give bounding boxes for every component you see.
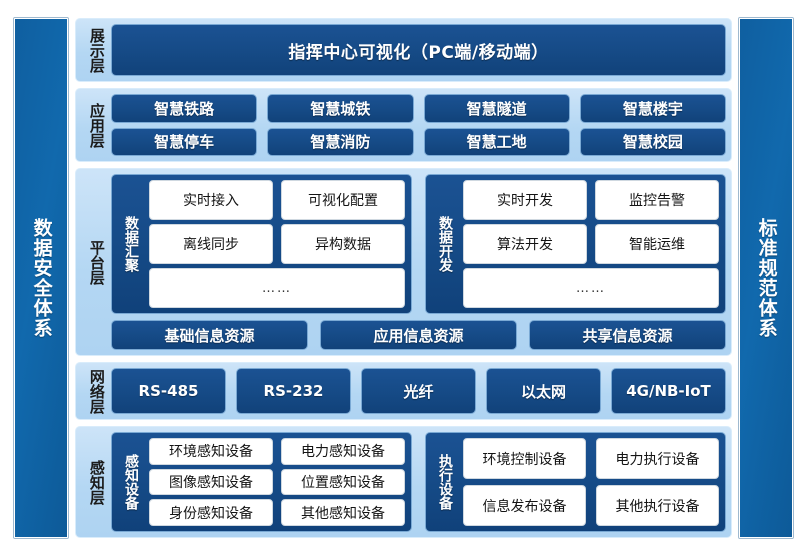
- layer-presentation: 展示层 指挥中心可视化（PC端/移动端）: [75, 18, 732, 82]
- app-item-smart-building[interactable]: 智慧楼宇: [579, 94, 726, 123]
- presentation-command-center-box[interactable]: 指挥中心可视化（PC端/移动端）: [111, 24, 726, 76]
- app-item-smart-tunnel[interactable]: 智慧隧道: [423, 94, 570, 123]
- sensor-position[interactable]: 位置感知设备: [281, 468, 405, 496]
- app-item-smart-parking[interactable]: 智慧停车: [111, 127, 258, 156]
- sensor-environment[interactable]: 环境感知设备: [149, 438, 273, 465]
- actuator-environment-control[interactable]: 环境控制设备: [463, 438, 586, 479]
- network-item-4g-nbiot[interactable]: 4G/NB-IoT: [611, 368, 726, 414]
- sensing-group-label-sensors: 感知设备: [123, 454, 140, 510]
- resource-app-info[interactable]: 应用信息资源: [320, 320, 517, 350]
- sensing-group-actuators: 执行设备 环境控制设备 电力执行设备 信息发布设备 其他执行设备: [425, 432, 726, 532]
- network-grid: RS-485 RS-232 光纤 以太网 4G/NB-IoT: [111, 368, 726, 414]
- layer-network: 网络层 RS-485 RS-232 光纤 以太网 4G/NB-IoT: [75, 362, 732, 420]
- layer-label-sensing: 感知层: [87, 459, 106, 505]
- platform-development-grid: 实时开发 监控告警 算法开发 智能运维 ……: [463, 180, 719, 308]
- actuator-other[interactable]: 其他执行设备: [596, 485, 719, 526]
- left-pillar-data-security: 数据安全体系: [14, 18, 68, 538]
- platform-resource-bars: 基础信息资源 应用信息资源 共享信息资源: [111, 320, 726, 350]
- platform-item-realtime-dev[interactable]: 实时开发: [463, 180, 587, 220]
- layer-label-presentation: 展示层: [87, 27, 106, 73]
- app-item-smart-fire[interactable]: 智慧消防: [267, 127, 414, 156]
- sensing-group-label-actuators: 执行设备: [437, 454, 454, 510]
- layer-platform: 平台层 数据汇聚 实时接入 可视化配置 离线同步 异构数据 ……: [75, 168, 732, 356]
- sensor-image[interactable]: 图像感知设备: [149, 468, 273, 496]
- presentation-body: 指挥中心可视化（PC端/移动端）: [111, 24, 726, 76]
- right-pillar-label: 标准规范体系: [755, 218, 778, 338]
- sensing-body: 感知设备 环境感知设备 电力感知设备 图像感知设备 位置感知设备 身份感知设备 …: [111, 432, 726, 532]
- sensing-group-sensors: 感知设备 环境感知设备 电力感知设备 图像感知设备 位置感知设备 身份感知设备 …: [111, 432, 412, 532]
- platform-group-label-development: 数据开发: [437, 216, 454, 272]
- layer-sensing: 感知层 感知设备 环境感知设备 电力感知设备 图像感知设备 位置感知设备 身份感…: [75, 426, 732, 538]
- platform-item-monitor-alarm[interactable]: 监控告警: [595, 180, 719, 220]
- application-grid: 智慧铁路 智慧城铁 智慧隧道 智慧楼宇 智慧停车 智慧消防 智慧工地 智慧校园: [111, 94, 726, 156]
- app-item-smart-site[interactable]: 智慧工地: [423, 127, 570, 156]
- platform-group-data-development: 数据开发 实时开发 监控告警 算法开发 智能运维 ……: [425, 174, 726, 314]
- network-body: RS-485 RS-232 光纤 以太网 4G/NB-IoT: [111, 368, 726, 414]
- app-item-smart-campus[interactable]: 智慧校园: [579, 127, 726, 156]
- network-item-ethernet[interactable]: 以太网: [486, 368, 601, 414]
- left-pillar-label: 数据安全体系: [30, 218, 53, 338]
- platform-item-offline-sync[interactable]: 离线同步: [149, 224, 273, 264]
- app-item-smart-railway[interactable]: 智慧铁路: [111, 94, 258, 123]
- sensor-other[interactable]: 其他感知设备: [281, 499, 405, 526]
- sensing-sensors-grid: 环境感知设备 电力感知设备 图像感知设备 位置感知设备 身份感知设备 其他感知设…: [149, 438, 405, 526]
- platform-development-more[interactable]: ……: [463, 268, 719, 308]
- platform-body: 数据汇聚 实时接入 可视化配置 离线同步 异构数据 …… 数据开发: [111, 174, 726, 350]
- platform-item-algorithm-dev[interactable]: 算法开发: [463, 224, 587, 264]
- right-pillar-standards: 标准规范体系: [739, 18, 793, 538]
- resource-basic-info[interactable]: 基础信息资源: [111, 320, 308, 350]
- layer-label-application: 应用层: [87, 102, 106, 148]
- platform-item-heterogeneous[interactable]: 异构数据: [281, 224, 405, 264]
- application-body: 智慧铁路 智慧城铁 智慧隧道 智慧楼宇 智慧停车 智慧消防 智慧工地 智慧校园: [111, 94, 726, 156]
- network-item-rs485[interactable]: RS-485: [111, 368, 226, 414]
- actuator-info-publish[interactable]: 信息发布设备: [463, 485, 586, 526]
- layer-stack: 展示层 指挥中心可视化（PC端/移动端） 应用层 智慧铁路 智慧城铁 智慧隧道 …: [75, 18, 732, 538]
- app-item-smart-metro[interactable]: 智慧城铁: [267, 94, 414, 123]
- network-item-fiber[interactable]: 光纤: [361, 368, 476, 414]
- sensing-actuators-grid: 环境控制设备 电力执行设备 信息发布设备 其他执行设备: [463, 438, 719, 526]
- layer-label-network: 网络层: [87, 368, 106, 414]
- platform-item-visual-config[interactable]: 可视化配置: [281, 180, 405, 220]
- platform-item-smart-ops[interactable]: 智能运维: [595, 224, 719, 264]
- platform-group-data-aggregation: 数据汇聚 实时接入 可视化配置 离线同步 异构数据 ……: [111, 174, 412, 314]
- layer-application: 应用层 智慧铁路 智慧城铁 智慧隧道 智慧楼宇 智慧停车 智慧消防 智慧工地 智…: [75, 88, 732, 162]
- resource-shared-info[interactable]: 共享信息资源: [529, 320, 726, 350]
- sensor-identity[interactable]: 身份感知设备: [149, 499, 273, 526]
- network-item-rs232[interactable]: RS-232: [236, 368, 351, 414]
- actuator-power-execution[interactable]: 电力执行设备: [596, 438, 719, 479]
- platform-groups: 数据汇聚 实时接入 可视化配置 离线同步 异构数据 …… 数据开发: [111, 174, 726, 314]
- platform-group-label-aggregation: 数据汇聚: [123, 216, 140, 272]
- sensor-power[interactable]: 电力感知设备: [281, 438, 405, 465]
- layer-label-platform: 平台层: [87, 239, 106, 285]
- platform-item-realtime-ingest[interactable]: 实时接入: [149, 180, 273, 220]
- platform-aggregation-more[interactable]: ……: [149, 268, 405, 308]
- platform-aggregation-grid: 实时接入 可视化配置 离线同步 异构数据 ……: [149, 180, 405, 308]
